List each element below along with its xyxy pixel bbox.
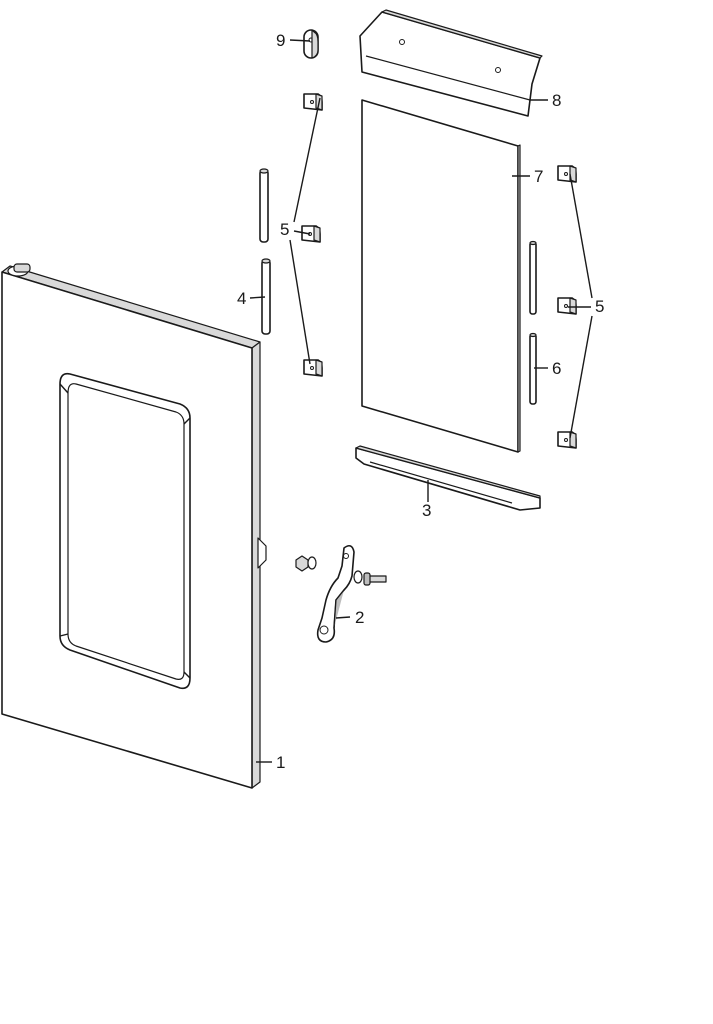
callout-3: 3: [422, 501, 431, 520]
callout-4: 4: [237, 289, 246, 308]
clip-left-bottom: [303, 359, 323, 377]
leader-5a-mid: [293, 230, 311, 235]
callout-7: 7: [534, 167, 543, 186]
small-latch: [303, 29, 319, 59]
leader-5b-top: [569, 173, 593, 299]
clip-right-top: [557, 165, 577, 183]
clip-right-bottom: [557, 431, 577, 449]
door-panel: [1, 263, 267, 789]
leader-9: [289, 39, 311, 42]
clip-right-middle: [557, 297, 577, 315]
callout-6: 6: [552, 359, 561, 378]
left-pin-lower: [261, 258, 271, 335]
callout-8: 8: [552, 91, 561, 110]
hinge-bracket: [316, 544, 355, 643]
callout-9: 9: [276, 31, 285, 50]
callout-labels: 1 2 3 4 5 5 6 7 8 9: [237, 31, 604, 772]
right-pin-lower: [529, 332, 537, 405]
left-pin-upper: [259, 168, 269, 243]
leader-5a-top: [293, 97, 321, 223]
lower-rail: [355, 445, 541, 511]
callout-2: 2: [355, 608, 364, 627]
right-pin-upper: [529, 240, 537, 315]
leader-5a-bot: [289, 239, 311, 365]
glass-panel: [361, 99, 521, 453]
leader-4: [249, 296, 266, 299]
leader-5b-bot: [569, 315, 593, 439]
callout-5-right: 5: [595, 297, 604, 316]
hinge-nut: [295, 555, 317, 572]
hinge-bolt: [353, 570, 387, 586]
leader-lines: [249, 39, 593, 763]
clip-left-middle: [301, 225, 321, 243]
callout-1: 1: [276, 753, 285, 772]
upper-rail: [359, 9, 543, 117]
callout-5-left: 5: [280, 220, 289, 239]
leader-2: [335, 616, 351, 619]
